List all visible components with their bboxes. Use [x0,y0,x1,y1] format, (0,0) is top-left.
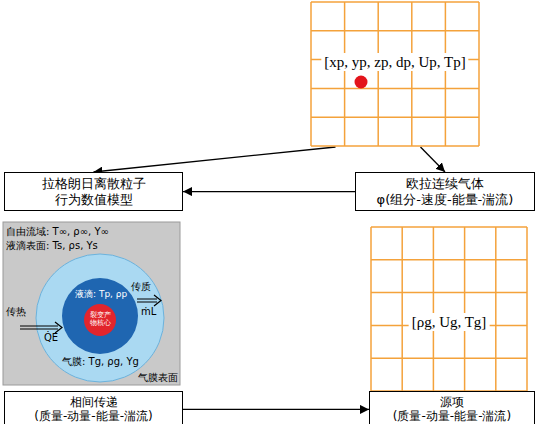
grid-line [311,30,479,32]
symbol-label: ṁL [141,306,156,318]
mesh-grid: [xp, yp, zp, dp, Up, Tp] [310,1,480,147]
field-label: 液滴: Tp, ρp [75,289,127,299]
box-text: 欧拉连续气体 φ(组分-速度-能量-湍流) [360,176,530,207]
grid-line [371,259,527,261]
grid-line [478,2,480,146]
grid-line [311,88,479,90]
text-line: φ(组分-速度-能量-湍流) [360,192,530,208]
grid-line [311,1,479,3]
text-line: 拉格朗日离散粒子 [9,176,178,192]
mass-arrow [137,295,161,306]
process-label: 传热 [6,306,26,318]
grid-line [311,116,479,118]
region-label: 气膜表面 [138,372,178,384]
grid-line [311,145,479,147]
field-label: 气膜: Tg, ρg, Yg [62,356,139,368]
process-box: 源项 (质量-动量-能量-湍流) [369,391,535,424]
flow-arrow [94,147,336,172]
heat-arrow [20,322,62,333]
field-label: 液滴表面: Ts, ρs, Ys [6,240,98,252]
grid-line [377,2,379,146]
field-label: 自由流域: T∞, ρ∞, Y∞ [6,226,109,238]
illustration-ground [3,222,180,385]
droplet [62,278,138,354]
grid-lines [310,1,480,147]
grid-line [371,292,527,294]
grid-line [464,227,466,391]
vector-label: [ρg, Ug, Tg] [409,313,490,331]
core-label: 裂变产物核心 [89,312,111,327]
grid-line [401,227,403,391]
gas-film [36,254,164,382]
process-box: 相间传递 (质量-动量-能量-湍流) [4,391,183,424]
mesh-grid: [ρg, Ug, Tg] [370,226,528,392]
text-line: 相间传递 [9,395,178,409]
text-line: 行为数值模型 [9,192,178,208]
grid-line [526,227,528,391]
text-line: (质量-动量-能量-湍流) [374,409,530,423]
flow-arrow [421,147,446,172]
text-line: (质量-动量-能量-湍流) [9,409,178,423]
grid-line [445,2,447,146]
text-line: 源项 [374,395,530,409]
grid-line [371,226,527,228]
vector-label: [xp, yp, zp, dp, Up, Tp] [321,53,468,71]
grid-lines [370,226,528,392]
fission-core [84,304,116,336]
flow-arrow [183,191,355,192]
grid-line [371,357,527,359]
grid-line [495,227,497,391]
symbol-label: Q̇E [44,332,58,344]
process-box: 拉格朗日离散粒子 行为数值模型 [4,172,183,211]
box-text: 相间传递 (质量-动量-能量-湍流) [9,395,178,424]
grid-line [344,2,346,146]
process-box: 欧拉连续气体 φ(组分-速度-能量-湍流) [355,172,535,211]
grid-line [370,227,372,391]
grid-line [310,2,312,146]
text-line: 欧拉连续气体 [360,176,530,192]
grid-line [411,2,413,146]
grid-line [433,227,435,391]
flow-arrow [183,409,369,410]
particle-dot [355,76,368,89]
box-text: 拉格朗日离散粒子 行为数值模型 [9,176,178,207]
box-text: 源项 (质量-动量-能量-湍流) [374,395,530,424]
process-label: 传质 [131,281,151,293]
